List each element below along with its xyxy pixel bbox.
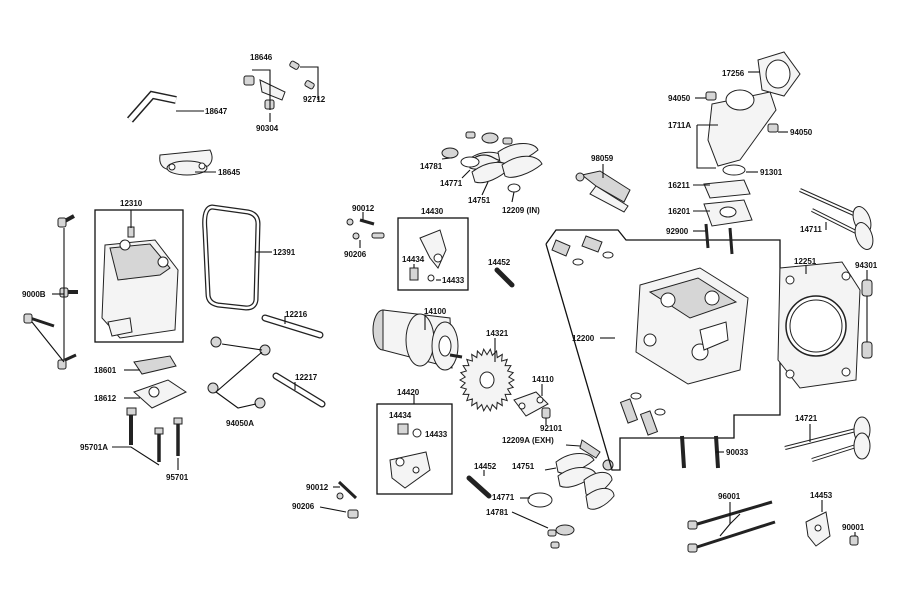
- label-18646: 18646: [250, 53, 273, 62]
- intake-manifold: [703, 51, 801, 255]
- camshaft: [372, 309, 463, 371]
- adjust-screws-upper: [346, 218, 385, 240]
- label-14781-upper: 14781: [420, 162, 443, 171]
- label-14434-lower: 14434: [389, 411, 412, 420]
- label-14434-upper: 14434: [402, 255, 425, 264]
- label-92900: 92900: [666, 227, 689, 236]
- valve-guides: [551, 235, 666, 436]
- label-12251: 12251: [794, 257, 817, 266]
- label-14452-upper: 14452: [488, 258, 511, 267]
- cam-sprocket: [458, 347, 516, 413]
- cylinder-head-box: [545, 229, 781, 471]
- cam-plate: [513, 391, 551, 419]
- label-14433-lower: 14433: [425, 430, 448, 439]
- label-90012-lower: 90012: [306, 483, 329, 492]
- label-94050A: 94050A: [226, 419, 254, 428]
- label-95701A: 95701A: [80, 443, 108, 452]
- cylinder-head: [635, 267, 749, 385]
- label-12310: 12310: [120, 199, 143, 208]
- guide-links: [207, 314, 326, 409]
- chain-guide-14453: [805, 511, 859, 547]
- rocker-arm-upper: [409, 229, 447, 282]
- long-bolts-96001: [687, 500, 776, 553]
- label-14721: 14721: [795, 414, 818, 423]
- label-12217: 12217: [295, 373, 318, 382]
- label-12209-in: 12209 (IN): [502, 206, 540, 215]
- spark-plug: [575, 170, 631, 213]
- label-14711: 14711: [800, 225, 822, 234]
- rocker-box-upper: [397, 217, 469, 291]
- label-14751-lower: 14751: [512, 462, 535, 471]
- label-98059: 98059: [591, 154, 614, 163]
- label-95701: 95701: [166, 473, 189, 482]
- label-14420: 14420: [397, 388, 420, 397]
- label-16201: 16201: [668, 207, 691, 216]
- label-94050-lower: 94050: [790, 128, 813, 137]
- label-90304: 90304: [256, 124, 279, 133]
- label-94301: 94301: [855, 261, 878, 270]
- label-18612: 18612: [94, 394, 117, 403]
- label-14110: 14110: [532, 375, 554, 384]
- label-90033: 90033: [726, 448, 749, 457]
- oil-pipe-part: [126, 49, 213, 176]
- label-14100: 14100: [424, 307, 447, 316]
- studs-90033: [680, 435, 720, 469]
- label-14771-upper: 14771: [440, 179, 463, 188]
- label-12216: 12216: [285, 310, 308, 319]
- adjust-screws-lower: [336, 480, 359, 519]
- head-cover-part: [101, 226, 179, 339]
- label-12200: 12200: [572, 334, 595, 343]
- pin-14452-lower: [466, 475, 492, 499]
- label-90206-upper: 90206: [344, 250, 367, 259]
- label-92101: 92101: [540, 424, 563, 433]
- label-14771-lower: 14771: [492, 493, 515, 502]
- label-14781-lower: 14781: [486, 508, 509, 517]
- head-cover-box: [94, 209, 184, 343]
- label-92712: 92712: [303, 95, 326, 104]
- label-1711A: 1711A: [668, 121, 691, 130]
- label-16211: 16211: [668, 181, 690, 190]
- valve-springs-upper: [441, 131, 543, 193]
- label-14453: 14453: [810, 491, 833, 500]
- label-12391: 12391: [273, 248, 296, 257]
- label-17256: 17256: [722, 69, 745, 78]
- label-9000B: 9000B: [22, 290, 46, 299]
- label-14430: 14430: [421, 207, 444, 216]
- label-18647: 18647: [205, 107, 228, 116]
- label-14452-lower: 14452: [474, 462, 497, 471]
- label-14321: 14321: [486, 329, 509, 338]
- valve-springs-lower: [527, 439, 615, 549]
- tensioner-parts: [133, 355, 188, 409]
- head-gasket: [777, 261, 861, 389]
- exhaust-valve: [784, 416, 871, 462]
- label-14751-upper: 14751: [468, 196, 491, 205]
- label-90012-upper: 90012: [352, 204, 375, 213]
- label-91301: 91301: [760, 168, 783, 177]
- label-12209a-exh: 12209A (EXH): [502, 436, 554, 445]
- head-cover-gasket: [202, 204, 261, 311]
- label-90206-lower: 90206: [292, 502, 315, 511]
- rocker-arm-lower: [389, 423, 431, 489]
- label-18601: 18601: [94, 366, 117, 375]
- label-96001: 96001: [718, 492, 741, 501]
- label-14433-upper: 14433: [442, 276, 465, 285]
- label-18645: 18645: [218, 168, 241, 177]
- label-90001: 90001: [842, 523, 865, 532]
- pin-14452-upper: [494, 267, 515, 288]
- intake-valve: [799, 188, 874, 250]
- bolts-95701: [126, 407, 183, 462]
- label-94050-upper: 94050: [668, 94, 691, 103]
